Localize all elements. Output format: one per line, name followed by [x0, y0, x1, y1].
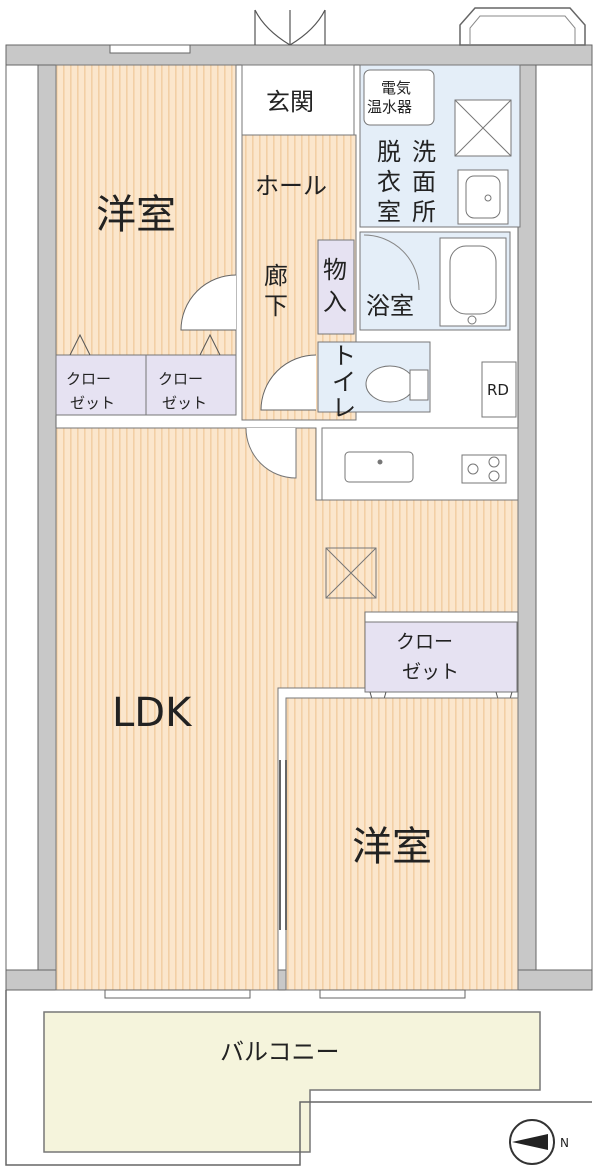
water-heater-label-1: 電気: [381, 79, 411, 97]
compass-label: N: [560, 1136, 569, 1150]
compass-arrow-icon: [512, 1134, 548, 1150]
washroom-label-a3: 室: [377, 198, 401, 226]
closet-bedroom-area: [364, 621, 518, 693]
compass: N: [509, 1119, 569, 1165]
western-room-2-label: 洋室: [352, 824, 432, 870]
closet-right-label-1: クロー: [158, 370, 203, 388]
western-room-1-label: 洋室: [96, 192, 176, 238]
toilet-bowl: [365, 365, 429, 403]
closet-left-label-1: クロー: [66, 370, 111, 388]
storage-label-1: 物: [323, 256, 347, 284]
storage-label-2: 入: [323, 288, 347, 316]
western-room-2-floor: [285, 697, 519, 991]
toilet-label-1: ト: [332, 342, 356, 370]
storage-area: [317, 239, 355, 335]
hall-label: ホール: [255, 172, 327, 200]
closet-left-label-2: ゼット: [70, 394, 115, 412]
rd-label: RD: [487, 381, 509, 399]
water-heater-box: [363, 69, 435, 126]
vanity-sink: [457, 169, 509, 225]
washroom-label-a1: 脱: [377, 138, 401, 166]
kitchen-counter: [321, 427, 519, 501]
toilet-label-3: レ: [332, 394, 356, 422]
corridor-label-1: 廊: [264, 262, 288, 290]
washroom-label-a2: 衣: [377, 168, 401, 196]
balcony-floor: [43, 1011, 541, 1153]
closet-right-area: [145, 354, 237, 416]
bathroom-label: 浴室: [366, 292, 414, 320]
closet-bedroom-label-2: ゼット: [402, 661, 459, 683]
toilet-label-2: イ: [332, 368, 356, 396]
rd-box: [481, 361, 517, 418]
washroom-label-b1: 洗: [412, 138, 436, 166]
balcony-label: バルコニー: [220, 1038, 340, 1066]
water-heater-label-2: 温水器: [367, 98, 412, 116]
ldk-label: LDK: [112, 690, 193, 736]
entrance-door: [254, 9, 326, 46]
washroom-label-b2: 面: [412, 168, 436, 196]
ceiling-hatch: [325, 547, 377, 599]
closet-bedroom-label-1: クロー: [396, 631, 453, 653]
closet-right-label-2: ゼット: [162, 394, 207, 412]
roof-ornament: [459, 7, 586, 46]
washing-machine-pan: [454, 99, 512, 157]
bathtub: [439, 237, 507, 327]
washroom-label-b3: 所: [412, 198, 436, 226]
corridor-label-2: 下: [264, 292, 288, 320]
entrance-label: 玄関: [266, 88, 314, 116]
